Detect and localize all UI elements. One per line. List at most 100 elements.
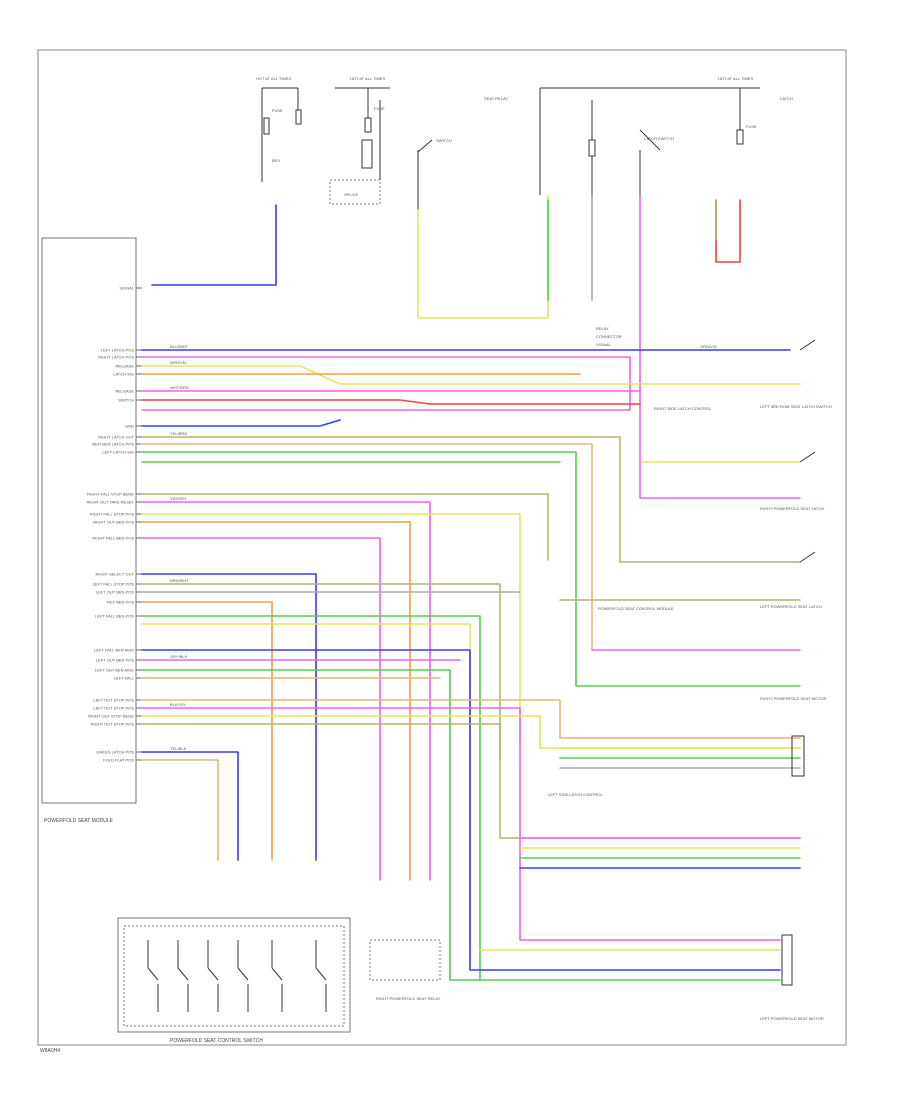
- wire-top-red: [715, 199, 741, 263]
- module-pin-label: RIGHT OUT BEN POS: [93, 520, 134, 525]
- module-pin-label: RIGHT SELECT OUT: [95, 572, 134, 577]
- wire-olive-4: [141, 723, 801, 839]
- top-label-1: HOT AT ALL TIMES: [350, 76, 385, 81]
- component-latch-switch: LEFT 3RD ROW SEAT LATCH SWITCH: [760, 339, 832, 409]
- wire-yellow-4: [141, 623, 471, 951]
- top-label-3: FUSE: [272, 108, 283, 113]
- switch-contact-blade: [177, 967, 189, 981]
- module-pin-label: LEFT OUT BEN POS: [96, 590, 134, 595]
- wire-code-3: YEL/BRN: [170, 431, 187, 436]
- relay-box: [329, 179, 381, 205]
- module-pin-label: RELEASE: [116, 364, 135, 369]
- module-pin-label: FOLD FLAT POS: [103, 758, 134, 763]
- module-pin-label: RIGHT OUT STOP POS: [91, 722, 135, 727]
- fuse-middle: [335, 87, 390, 180]
- module-pin-label: RIGHT LATCH POS: [98, 355, 134, 360]
- wire-code-2: WHT/BRN: [170, 385, 189, 390]
- wire-blue-3: [141, 573, 317, 861]
- note-0: RIGHT SIDE LATCH CONTROL: [654, 406, 712, 411]
- switch-contact-blade: [237, 967, 249, 981]
- wire-code-labels: BLU/WHT GRN/YEL WHT/BRN YEL/BRN VIO/GRY …: [170, 344, 717, 751]
- component-right-motor: RIGHT POWERFOLD SEAT MOTOR: [760, 696, 826, 777]
- wire-top-pink: [639, 195, 801, 499]
- module-pin-label: RIGHT FALL STOP BEND: [87, 492, 134, 497]
- top-label-5: FUSE: [746, 124, 757, 129]
- module-pin-label: GREEN LATCH POS: [96, 750, 134, 755]
- relay-component-box: [369, 939, 441, 981]
- wire-pink-4: [141, 537, 381, 881]
- wire-olive-1: [141, 436, 801, 563]
- module-box: [41, 237, 137, 804]
- note-1: POWERFOLD SEAT CONTROL MODULE: [598, 606, 674, 611]
- wire-blue-5: [141, 751, 239, 861]
- wire-orange-3: [141, 601, 273, 861]
- wire-blue-4: [141, 649, 641, 971]
- module-pin-label: RIGHT OUT STOP BEND: [88, 714, 134, 719]
- module-pin-label: LEFT LATCH SIG: [102, 450, 134, 455]
- wire-yellow-3: [141, 513, 521, 741]
- wire-olive-3: [141, 583, 501, 761]
- wire-code-1: GRN/YEL: [170, 360, 188, 365]
- component-right-latch: RIGHT POWERFOLD SEAT LATCH: [760, 451, 824, 511]
- right-components: LEFT 3RD ROW SEAT LATCH SWITCH RIGHT POW…: [369, 339, 832, 1021]
- wire-bundle: [141, 349, 801, 981]
- top-label-12: RELAY: [596, 326, 609, 331]
- fuse-right-group: [539, 87, 760, 300]
- module-pin-label: SWITCH: [118, 398, 134, 403]
- module-pin-label: LEFT OUT STOP POS: [93, 706, 134, 711]
- wire-code-0: BLU/WHT: [170, 344, 189, 349]
- wire-olive-2: [141, 493, 549, 561]
- module-pin-label: REFI BEN LATCH POS: [92, 442, 134, 447]
- control-switch: POWERFOLD SEAT CONTROL SWITCH: [117, 917, 351, 1044]
- module-pin-label: GND: [125, 424, 134, 429]
- wire-code-4: VIO/GRY: [170, 496, 187, 501]
- module-pin-label: RELEASE: [116, 389, 135, 394]
- footer-code: W8A0H4: [40, 1048, 60, 1054]
- module-pin-label: LEFT FALL BEN POS: [95, 614, 134, 619]
- fuse-left: [261, 87, 302, 182]
- diagram-frame: [37, 49, 847, 1046]
- module-pin-label: RIGHT FALL STOP POS: [90, 512, 134, 517]
- wire-orange-2: [141, 521, 411, 881]
- wire-green-1: [141, 451, 801, 687]
- note-2: LEFT SIDE LATCH CONTROL: [548, 792, 604, 797]
- component-left-motor: LEFT POWERFOLD SEAT MOTOR: [760, 934, 824, 1021]
- module-pin-label: RIGHT LATCH OUT: [98, 435, 134, 440]
- top-label-group: HOT AT ALL TIMES HOT AT ALL TIMES HOT AT…: [256, 76, 793, 347]
- top-label-13: CONNECTOR: [596, 334, 622, 339]
- switch-contact-blade: [271, 967, 283, 981]
- module-pin-label: LEFT LATCH POS: [101, 348, 135, 353]
- component-label-0: LEFT 3RD ROW SEAT LATCH SWITCH: [760, 404, 832, 409]
- switch-contact-blade: [147, 967, 159, 981]
- switch-contact-blade: [207, 967, 219, 981]
- module-pin-label: LEFT FALL BEN MOD: [94, 648, 134, 653]
- top-label-14: SIGNAL: [596, 342, 611, 347]
- wire-red-1: [141, 399, 641, 405]
- top-label-9: LATCH SWITCH: [644, 136, 674, 141]
- switch-contacts: [147, 940, 327, 1012]
- module-pin-label: RIGHT FALL BEN POS: [92, 536, 134, 541]
- module-pin-label: RIGHT OUT TAKE RESET: [87, 500, 135, 505]
- control-switch-label: POWERFOLD SEAT CONTROL SWITCH: [170, 1038, 263, 1044]
- module-pin-label: REF BEN POS: [107, 600, 134, 605]
- wire-code-6: GRY/BLK: [170, 654, 188, 659]
- component-label-6: RIGHT POWERFOLD SEAT RELAY: [376, 996, 441, 1001]
- wire-pink-6: [141, 707, 641, 941]
- module-pin-label: LEFT OUT BEN MOD: [95, 668, 134, 673]
- wire-tan-4: [141, 759, 219, 861]
- top-label-4: FUSE: [374, 106, 385, 111]
- seat-switch-top: [417, 139, 433, 210]
- wire-code-7: BLK/YEL: [170, 702, 187, 707]
- wire-code-9: GRN/VIO: [700, 344, 717, 349]
- top-label-2: HOT AT ALL TIMES: [718, 76, 753, 81]
- component-label-1: RIGHT POWERFOLD SEAT LATCH: [760, 506, 824, 511]
- control-switch-inner: [123, 925, 345, 1027]
- wire-code-5: BRN/WHT: [170, 578, 189, 583]
- wire-pink-3: [141, 501, 431, 881]
- top-label-11: SPLICE: [344, 192, 359, 197]
- module-pin-label: LEFT FALL STOP POS: [93, 582, 135, 587]
- wire-yellow-5: [141, 715, 801, 749]
- control-switch-box: [117, 917, 351, 1033]
